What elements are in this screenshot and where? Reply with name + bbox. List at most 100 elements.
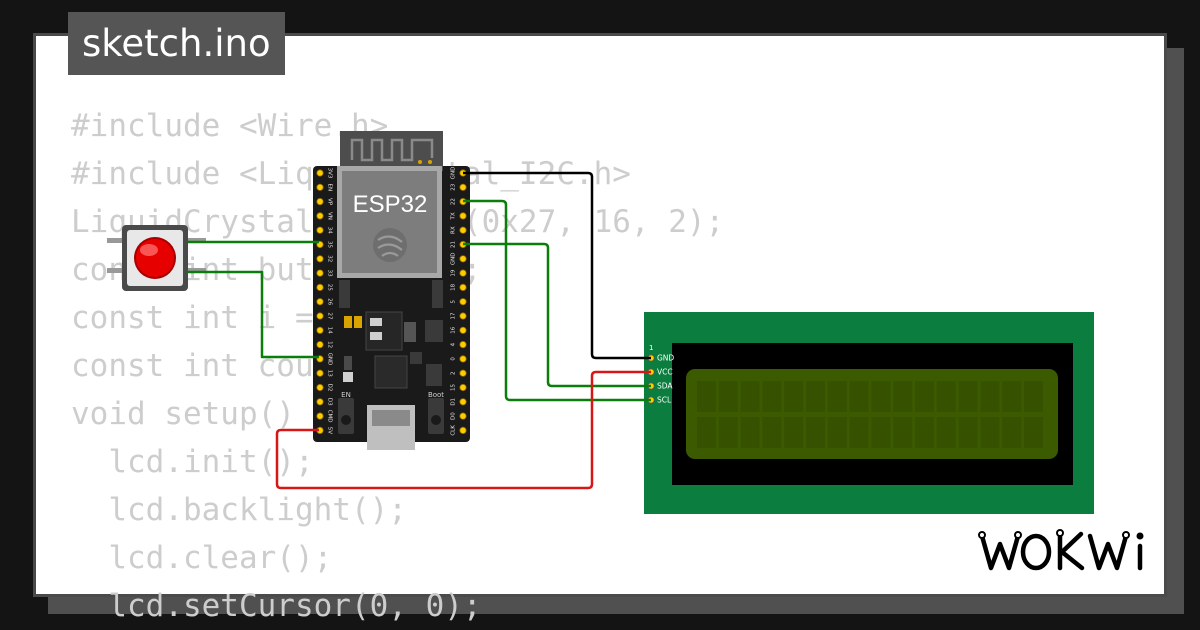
esp32-pin[interactable] [316, 412, 324, 420]
button-cap [136, 239, 174, 277]
esp32-pin-label: 5V [327, 427, 333, 434]
esp32-pin-label: 34 [327, 227, 333, 234]
esp32-pin-label: 16 [451, 326, 457, 333]
esp32-pin[interactable] [459, 355, 467, 363]
lcd-cell [958, 381, 978, 412]
lcd-cell [958, 417, 978, 448]
code-line: lcd.backlight(); [71, 492, 407, 528]
esp32-pin-label: 26 [327, 298, 333, 305]
esp32-pin-label: 23 [451, 183, 457, 190]
esp32-pin[interactable] [316, 369, 324, 377]
lcd-cell [762, 381, 782, 412]
esp32-pin-label: 18 [451, 283, 457, 290]
esp32-pin[interactable] [316, 383, 324, 392]
esp32-pin[interactable] [459, 412, 467, 420]
esp32-pin[interactable] [459, 283, 467, 291]
lcd-pin-label: SCL [657, 396, 672, 405]
esp32-pin[interactable] [459, 369, 467, 377]
esp32-pin-label: 35 [327, 241, 333, 248]
esp32-pin-label: GND [451, 252, 457, 265]
esp32-pin-label: 25 [327, 284, 333, 291]
esp32-pin[interactable] [316, 198, 324, 206]
esp32-pin-label: D3 [327, 398, 333, 406]
lcd-pin-label: VCC [657, 368, 673, 377]
button-lead [186, 268, 206, 273]
lcd-cell [740, 381, 760, 412]
lcd-cell [980, 381, 1000, 412]
esp32-pin[interactable] [316, 298, 324, 306]
esp32-pin-label: 13 [327, 370, 333, 377]
esp32-pin[interactable] [316, 183, 324, 191]
code-line: lcd.setCursor(0, 0); [71, 588, 482, 624]
esp32-pin-label: 4 [451, 342, 457, 346]
esp32-pin[interactable] [316, 283, 324, 291]
lcd-cell [697, 417, 716, 448]
esp32-pin[interactable] [459, 383, 467, 392]
wokwi-logo [978, 529, 1144, 571]
esp32-pin[interactable] [459, 226, 467, 234]
esp32-pin[interactable] [459, 269, 467, 277]
esp32-pin[interactable] [316, 326, 324, 334]
esp32-pin-label: D2 [327, 384, 333, 392]
boot-label: Boot [428, 391, 444, 399]
esp32-pin[interactable] [316, 269, 324, 277]
usb-uart-chip [374, 355, 408, 389]
esp32-pin[interactable] [316, 226, 324, 234]
esp32-pin[interactable] [316, 255, 324, 263]
esp32-pin[interactable] [459, 340, 467, 349]
lcd-cell [784, 381, 804, 412]
esp32-left-header: 3V3ENVPVN343532332526271412GND13D2D3CMD5… [316, 168, 333, 434]
esp32-pin[interactable] [316, 312, 324, 320]
esp32-pin-label: D0 [451, 412, 457, 420]
esp32-pin[interactable] [459, 326, 467, 334]
code-line: lcd.init(); [71, 444, 314, 480]
esp32-pin-label: CMD [327, 410, 333, 423]
esp32-pin-label: 32 [327, 255, 333, 262]
pushbutton[interactable] [107, 225, 206, 291]
button-lead [186, 238, 206, 243]
esp32-pin[interactable] [459, 398, 467, 406]
lcd-pin-label: SDA [657, 382, 673, 391]
button-cap-highlight [140, 244, 158, 256]
esp32-pin-label: TX [451, 212, 457, 220]
esp32-board[interactable]: ESP32 EN Boot 3V3ENVPVN34353233252627141… [313, 131, 470, 450]
wire-vcc [275, 370, 651, 490]
lcd-cell [871, 381, 891, 412]
esp32-pin-label: CLK [451, 425, 457, 436]
esp32-pin[interactable] [459, 212, 467, 220]
esp32-pin[interactable] [316, 340, 324, 349]
lcd-cell [806, 381, 825, 412]
lcd-cell [849, 417, 869, 448]
lcd-cell [784, 417, 804, 448]
lcd-cell [740, 417, 760, 448]
esp32-pin[interactable] [316, 398, 324, 406]
wire-gnd [463, 171, 651, 360]
wires [188, 171, 651, 490]
esp32-pin[interactable] [459, 312, 467, 320]
esp32-pin[interactable] [459, 255, 467, 263]
esp32-pin-label: RX [451, 226, 457, 234]
lcd-cell [806, 417, 825, 448]
esp32-pin-label: VP [327, 198, 333, 206]
file-tab[interactable]: sketch.ino [68, 12, 285, 75]
esp32-pin[interactable] [316, 212, 324, 220]
esp32-pin-label: 5 [451, 299, 457, 303]
lcd-cell [849, 381, 869, 412]
lcd-cell [980, 417, 1000, 448]
lcd-cell [936, 381, 956, 412]
lcd-character-grid [697, 381, 1043, 448]
button-lead [107, 268, 125, 273]
esp32-pin[interactable] [459, 298, 467, 306]
lcd-cell [936, 417, 956, 448]
esp32-pin-label: 14 [327, 327, 333, 334]
esp32-pin[interactable] [459, 183, 467, 191]
code-line: void setup() { [71, 396, 333, 432]
esp32-pin[interactable] [459, 426, 467, 434]
lcd-cell [827, 417, 847, 448]
button-lead [107, 238, 125, 243]
esp32-pin[interactable] [316, 169, 324, 177]
code-line: lcd.clear(); [71, 540, 333, 576]
esp32-pin-label: 19 [451, 269, 457, 276]
